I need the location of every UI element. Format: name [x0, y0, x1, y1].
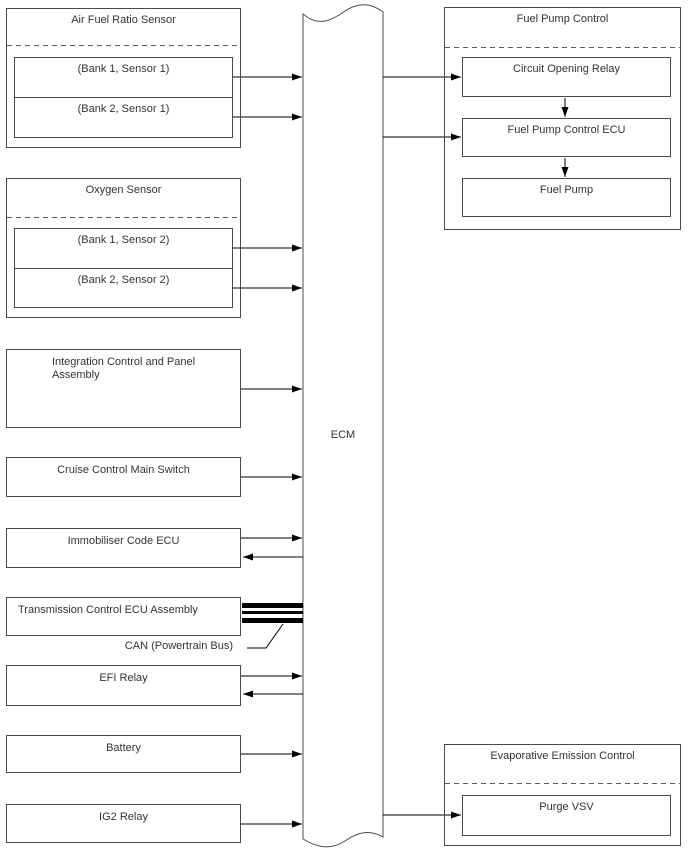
oxygen-bank2-cell: (Bank 2, Sensor 2) — [77, 274, 170, 286]
cruise-control-main-switch-box: Cruise Control Main Switch — [6, 457, 241, 497]
integration-control-label: Integration Control and Panel Assembly — [52, 356, 195, 382]
air-fuel-ratio-sensor-title: Air Fuel Ratio Sensor — [71, 14, 176, 26]
dashed-separator — [7, 45, 240, 46]
integration-control-label-line2: Assembly — [51, 369, 100, 381]
can-bus-bar-middle — [242, 611, 303, 614]
dashed-separator — [445, 783, 680, 784]
fuel-pump-box: Fuel Pump — [462, 178, 671, 217]
ecm-box — [302, 4, 384, 848]
efi-relay-box: EFI Relay — [6, 665, 241, 706]
can-powertrain-bus-label: CAN (Powertrain Bus) — [124, 640, 233, 652]
integration-control-box: Integration Control and Panel Assembly — [6, 349, 241, 428]
oxygen-banks-box: (Bank 1, Sensor 2) (Bank 2, Sensor 2) — [14, 228, 233, 308]
afr-bank1-cell: (Bank 1, Sensor 1) — [15, 58, 232, 98]
fuel-pump-control-group: Fuel Pump Control Circuit Opening Relay … — [444, 7, 681, 230]
oxygen-sensor-title: Oxygen Sensor — [85, 184, 162, 196]
integration-control-label-line1: Integration Control and Panel — [51, 356, 196, 368]
oxygen-bank1-cell: (Bank 1, Sensor 2) — [15, 229, 232, 269]
can-leader-line — [247, 623, 284, 649]
ig2-relay-box: IG2 Relay — [6, 804, 241, 843]
battery-box: Battery — [6, 735, 241, 773]
afr-bank2-cell: (Bank 2, Sensor 1) — [77, 103, 170, 115]
afr-banks-box: (Bank 1, Sensor 1) (Bank 2, Sensor 1) — [14, 57, 233, 138]
can-bus — [242, 603, 303, 623]
connectors — [233, 73, 569, 828]
oxygen-sensor-group: Oxygen Sensor (Bank 1, Sensor 2) (Bank 2… — [6, 178, 241, 318]
can-bus-bar-bottom — [242, 618, 303, 623]
circuit-opening-relay-box: Circuit Opening Relay — [462, 57, 671, 97]
ecm-label: ECM — [330, 429, 356, 441]
evaporative-emission-control-group: Evaporative Emission Control Purge VSV — [444, 744, 681, 846]
purge-vsv-box: Purge VSV — [462, 795, 671, 836]
air-fuel-ratio-sensor-group: Air Fuel Ratio Sensor (Bank 1, Sensor 1)… — [6, 8, 241, 148]
transmission-control-ecu-box: Transmission Control ECU Assembly — [6, 597, 241, 636]
can-bus-bar-top — [242, 603, 303, 608]
fuel-pump-control-title: Fuel Pump Control — [516, 13, 609, 25]
immobiliser-code-ecu-box: Immobiliser Code ECU — [6, 528, 241, 568]
evaporative-emission-control-title: Evaporative Emission Control — [490, 750, 635, 762]
dashed-separator — [7, 217, 240, 218]
dashed-separator — [445, 47, 680, 48]
fuel-pump-control-ecu-box: Fuel Pump Control ECU — [462, 118, 671, 157]
